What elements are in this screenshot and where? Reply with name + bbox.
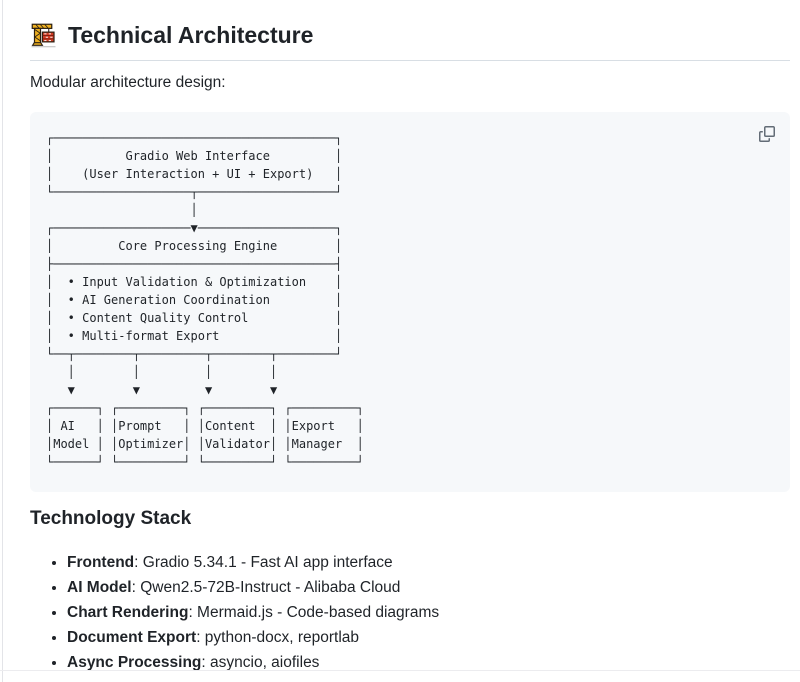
page-title: Technical Architecture xyxy=(68,22,314,48)
ascii-diagram: ┌───────────────────────────────────────… xyxy=(46,131,364,469)
list-item-label: Chart Rendering xyxy=(67,604,189,621)
list-item-text: : Qwen2.5-72B-Instruct - Alibaba Cloud xyxy=(131,579,401,596)
copy-icon xyxy=(759,126,775,142)
bottom-divider xyxy=(0,670,800,671)
list-item: Chart Rendering: Mermaid.js - Code-based… xyxy=(67,600,790,625)
list-item: Document Export: python-docx, reportlab xyxy=(67,625,790,650)
list-item-label: Async Processing xyxy=(67,654,202,671)
tech-stack-heading: Technology Stack xyxy=(30,508,192,529)
tech-stack-list: Frontend: Gradio 5.34.1 - Fast AI app in… xyxy=(30,550,790,675)
list-item-label: Document Export xyxy=(67,629,197,646)
list-item: AI Model: Qwen2.5-72B-Instruct - Alibaba… xyxy=(67,575,790,600)
list-item: Async Processing: asyncio, aiofiles xyxy=(67,650,790,675)
list-item-label: Frontend xyxy=(67,554,135,571)
section-heading: Technical Architecture xyxy=(30,20,790,61)
intro-text: Modular architecture design: xyxy=(30,74,226,91)
list-item-text: : asyncio, aiofiles xyxy=(201,654,320,671)
list-item-text: : Gradio 5.34.1 - Fast AI app interface xyxy=(134,554,393,571)
list-item-text: : python-docx, reportlab xyxy=(196,629,360,646)
list-item-label: AI Model xyxy=(67,579,132,596)
copy-button[interactable] xyxy=(753,120,781,148)
code-block: ┌───────────────────────────────────────… xyxy=(30,112,790,492)
list-item: Frontend: Gradio 5.34.1 - Fast AI app in… xyxy=(67,550,790,575)
pane-divider xyxy=(2,0,3,682)
list-item-text: : Mermaid.js - Code-based diagrams xyxy=(188,604,440,621)
building-construction-icon xyxy=(30,22,57,49)
